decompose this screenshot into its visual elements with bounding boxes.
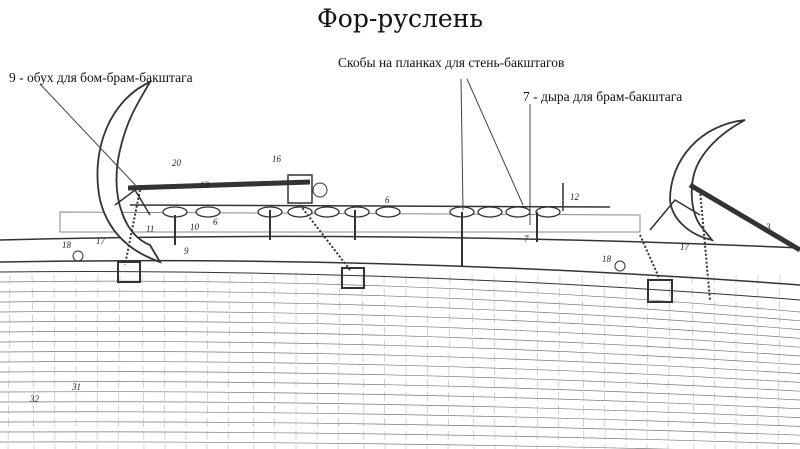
plank-line bbox=[0, 290, 800, 322]
butt-joint bbox=[646, 274, 649, 449]
butt-joint bbox=[53, 274, 56, 449]
butt-joint bbox=[96, 274, 99, 449]
butt-joint bbox=[713, 274, 716, 449]
deadeye bbox=[344, 206, 370, 218]
drawing-number: 17 bbox=[96, 236, 106, 246]
annotation-brackets: Скобы на планках для стень-бакштагов bbox=[338, 55, 565, 70]
drawing-number: 31 bbox=[71, 382, 81, 392]
drawing-number: 16 bbox=[272, 154, 282, 164]
butt-joint bbox=[691, 274, 695, 449]
plank-line bbox=[0, 371, 800, 392]
drawing-number: 11 bbox=[146, 224, 154, 234]
butt-joint bbox=[361, 274, 365, 449]
anchor-right bbox=[669, 119, 746, 242]
plank-line bbox=[0, 401, 800, 418]
butt-joint bbox=[471, 274, 475, 449]
drawing-number: 3 bbox=[765, 222, 771, 232]
deadeye bbox=[375, 206, 401, 218]
butt-joint bbox=[337, 274, 341, 449]
butt-joint bbox=[273, 274, 276, 449]
drawing-number: 10 bbox=[190, 222, 200, 232]
butt-joint bbox=[667, 274, 671, 449]
drawing-number: 32 bbox=[29, 394, 40, 404]
anchor-left bbox=[96, 80, 163, 264]
drawing-number: 13 bbox=[200, 180, 210, 190]
deadeye bbox=[477, 206, 503, 218]
drawing-number: 12 bbox=[570, 192, 580, 202]
plank-line bbox=[0, 411, 800, 427]
drawing-number: 18 bbox=[602, 254, 612, 264]
butt-joint bbox=[31, 274, 35, 449]
plank-line bbox=[0, 351, 800, 374]
plank-line bbox=[0, 320, 800, 348]
page-title: Фор-руслень bbox=[317, 4, 483, 33]
butt-joint bbox=[447, 274, 451, 449]
plank-line bbox=[0, 361, 800, 383]
butt-joint bbox=[603, 274, 606, 449]
butt-joint bbox=[251, 274, 255, 449]
butt-joint bbox=[536, 274, 539, 449]
hull-planking bbox=[0, 274, 800, 449]
plank-line bbox=[0, 421, 800, 436]
butt-joint bbox=[581, 274, 585, 449]
annotation-hole: 7 - дыра для брам-бакштага bbox=[523, 89, 683, 104]
plank-line bbox=[0, 280, 800, 313]
butt-joint bbox=[756, 274, 759, 449]
deadeye bbox=[195, 206, 221, 218]
butt-joint bbox=[383, 274, 386, 449]
plank-line bbox=[0, 331, 800, 357]
butt-joint bbox=[7, 274, 11, 449]
plank-line bbox=[0, 391, 800, 410]
plank-line bbox=[0, 441, 674, 449]
deadeyes bbox=[162, 206, 561, 218]
drawing-number: 17 bbox=[680, 242, 690, 252]
butt-joint bbox=[141, 274, 145, 449]
deadeye bbox=[314, 206, 340, 218]
butt-joint bbox=[493, 274, 496, 449]
deadeye bbox=[505, 206, 531, 218]
butt-joint bbox=[426, 274, 429, 449]
annotation-eyebolt: 9 - обух для бом-брам-бакштага bbox=[9, 70, 193, 85]
butt-joint bbox=[206, 274, 209, 449]
butt-joint bbox=[777, 274, 781, 449]
plank-line bbox=[0, 310, 800, 339]
plank-line bbox=[0, 341, 800, 366]
plank-line bbox=[0, 300, 800, 330]
deadeye bbox=[535, 206, 561, 218]
butt-joint bbox=[316, 274, 319, 449]
butt-joint bbox=[227, 274, 231, 449]
drawing-number: 6 bbox=[385, 195, 390, 205]
butt-joint bbox=[117, 274, 121, 449]
drawing-number: 18 bbox=[62, 240, 72, 250]
drawing-number: 20 bbox=[172, 158, 182, 168]
drawing-number: 9 bbox=[184, 246, 189, 256]
plank-line bbox=[0, 431, 800, 445]
drawing-number: 7 bbox=[524, 234, 529, 244]
butt-joint bbox=[163, 274, 166, 449]
plank-line bbox=[0, 381, 800, 401]
butt-joint bbox=[557, 274, 561, 449]
drawing-number: 6 bbox=[213, 217, 218, 227]
deadeye bbox=[287, 206, 313, 218]
